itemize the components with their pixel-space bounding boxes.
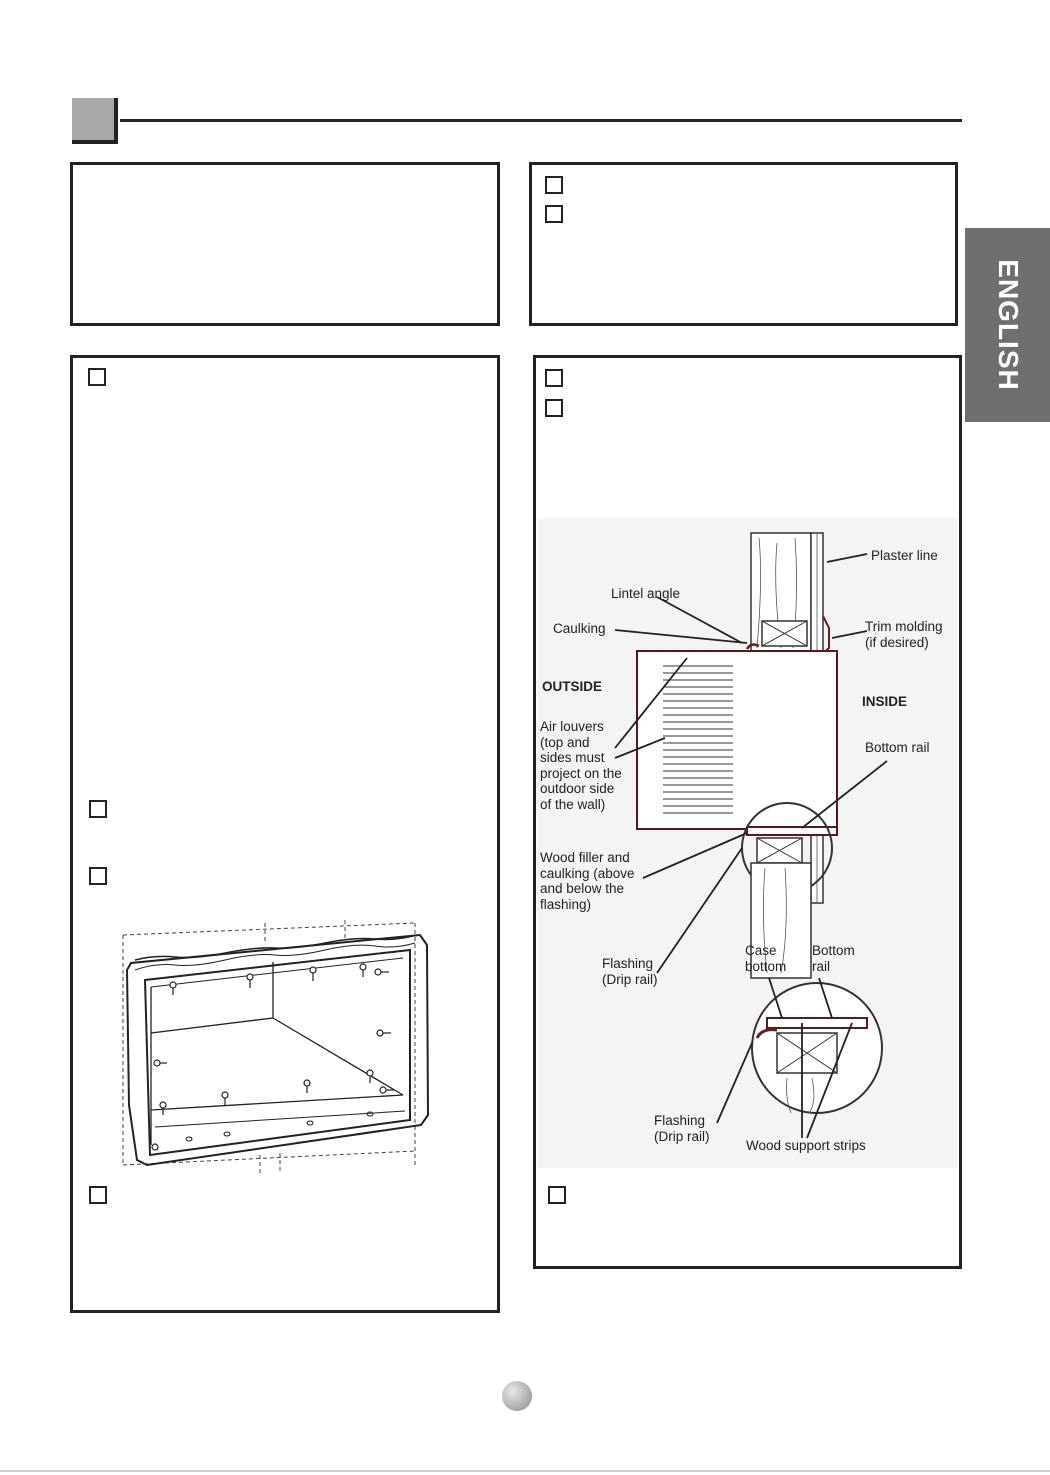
label-outside: OUTSIDE xyxy=(542,679,603,694)
top-right-panel xyxy=(529,162,958,326)
label-plaster-line: Plaster line xyxy=(871,548,938,563)
label-trim-molding: Trim molding (if desired) xyxy=(865,619,943,650)
checkbox-left-3[interactable] xyxy=(89,867,107,885)
page-number-marker xyxy=(502,1381,532,1411)
label-case-bottom: Case bottom xyxy=(745,943,787,974)
left-main-panel xyxy=(70,355,500,1313)
language-tab: ENGLISH xyxy=(965,228,1050,422)
label-bottom-rail: Bottom rail xyxy=(865,740,930,755)
checkbox-right-2[interactable] xyxy=(545,399,563,417)
checkbox-right-1[interactable] xyxy=(545,369,563,387)
checkbox-left-2[interactable] xyxy=(89,800,107,818)
label-wood-filler: Wood filler and caulking (above and belo… xyxy=(540,850,635,912)
label-flashing-lower: Flashing (Drip rail) xyxy=(654,1113,710,1144)
label-bottom-rail-detail: Bottom rail xyxy=(812,943,855,974)
checkbox-right-3[interactable] xyxy=(548,1186,566,1204)
language-tab-label: ENGLISH xyxy=(992,259,1024,391)
section-header-marker xyxy=(72,98,118,144)
label-caulking: Caulking xyxy=(553,621,606,636)
checkbox-top-right-2[interactable] xyxy=(545,205,563,223)
label-flashing-upper: Flashing (Drip rail) xyxy=(602,956,658,987)
installation-cross-section-diagram xyxy=(537,518,957,1168)
wall-sleeve-illustration xyxy=(122,920,430,1173)
label-air-louvers: Air louvers (top and sides must project … xyxy=(540,719,622,812)
label-lintel-angle: Lintel angle xyxy=(611,586,681,601)
label-wood-support-strips: Wood support strips xyxy=(746,1138,866,1153)
section-header-rule xyxy=(120,119,962,122)
checkbox-top-right-1[interactable] xyxy=(545,176,563,194)
checkbox-left-1[interactable] xyxy=(88,368,106,386)
page-bottom-rule xyxy=(0,1470,1050,1472)
checkbox-left-4[interactable] xyxy=(89,1186,107,1204)
label-inside: INSIDE xyxy=(862,694,908,709)
top-left-panel xyxy=(70,162,500,326)
